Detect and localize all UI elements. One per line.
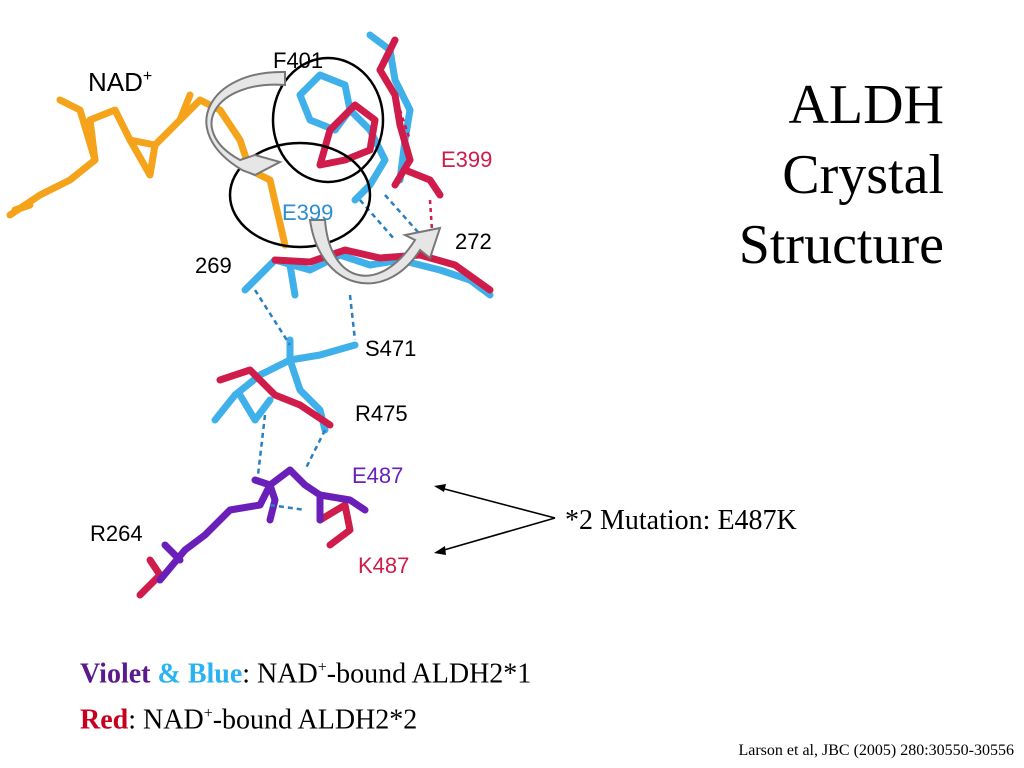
e399-circle (228, 141, 372, 249)
legend-violet: Violet (80, 658, 151, 690)
label-f401: F401 (273, 48, 323, 73)
color-legend: Violet & Blue: NAD+-bound ALDH2*1 Red: N… (80, 648, 531, 741)
blue-chain (211, 31, 494, 434)
legend-line1-colon: : NAD (242, 658, 318, 690)
hydrogen-bonds (253, 194, 426, 512)
curved-arrow-top (205, 70, 286, 177)
f401-circle (271, 56, 385, 184)
legend-line2-rest: -bound ALDH2*2 (212, 704, 418, 736)
pointer-arrows (436, 486, 556, 553)
mutation-note: *2 Mutation: E487K (565, 505, 797, 536)
label-272: 272 (455, 229, 492, 254)
label-e399-blue: E399 (282, 200, 333, 225)
label-e487: E487 (352, 463, 403, 488)
legend-line2-colon: : NAD (128, 704, 204, 736)
label-e399-red: E399 (441, 147, 492, 172)
label-269: 269 (195, 253, 232, 278)
label-s471: S471 (365, 336, 416, 361)
legend-blue: & Blue (150, 658, 243, 690)
violet-chain (156, 466, 369, 584)
label-r264: R264 (90, 521, 143, 546)
title-line-1: ALDH (788, 74, 944, 136)
legend-line2-sup: + (203, 705, 213, 723)
slide-title: ALDH Crystal Structure (739, 70, 944, 280)
legend-line-aldh2-1: Violet & Blue: NAD+-bound ALDH2*1 (80, 648, 531, 694)
red-chain (136, 36, 494, 599)
arrowheads (434, 484, 446, 555)
legend-line1-rest: -bound ALDH2*1 (326, 658, 532, 690)
legend-red: Red (80, 704, 129, 736)
curved-arrows (205, 70, 442, 285)
title-line-3: Structure (738, 214, 944, 276)
highlight-circles (228, 56, 385, 249)
label-nad: NAD+ (88, 67, 152, 97)
title-line-2: Crystal (782, 144, 944, 206)
legend-line-aldh2-2: Red: NAD+-bound ALDH2*2 (80, 694, 531, 740)
label-k487: K487 (358, 553, 409, 578)
red-bonds (398, 109, 434, 231)
legend-line1-sup: + (317, 659, 327, 676)
curved-arrow-bottom (308, 219, 442, 285)
citation: Larson et al, JBC (2005) 280:30550-30556 (738, 742, 1014, 759)
label-r475: R475 (355, 401, 408, 426)
